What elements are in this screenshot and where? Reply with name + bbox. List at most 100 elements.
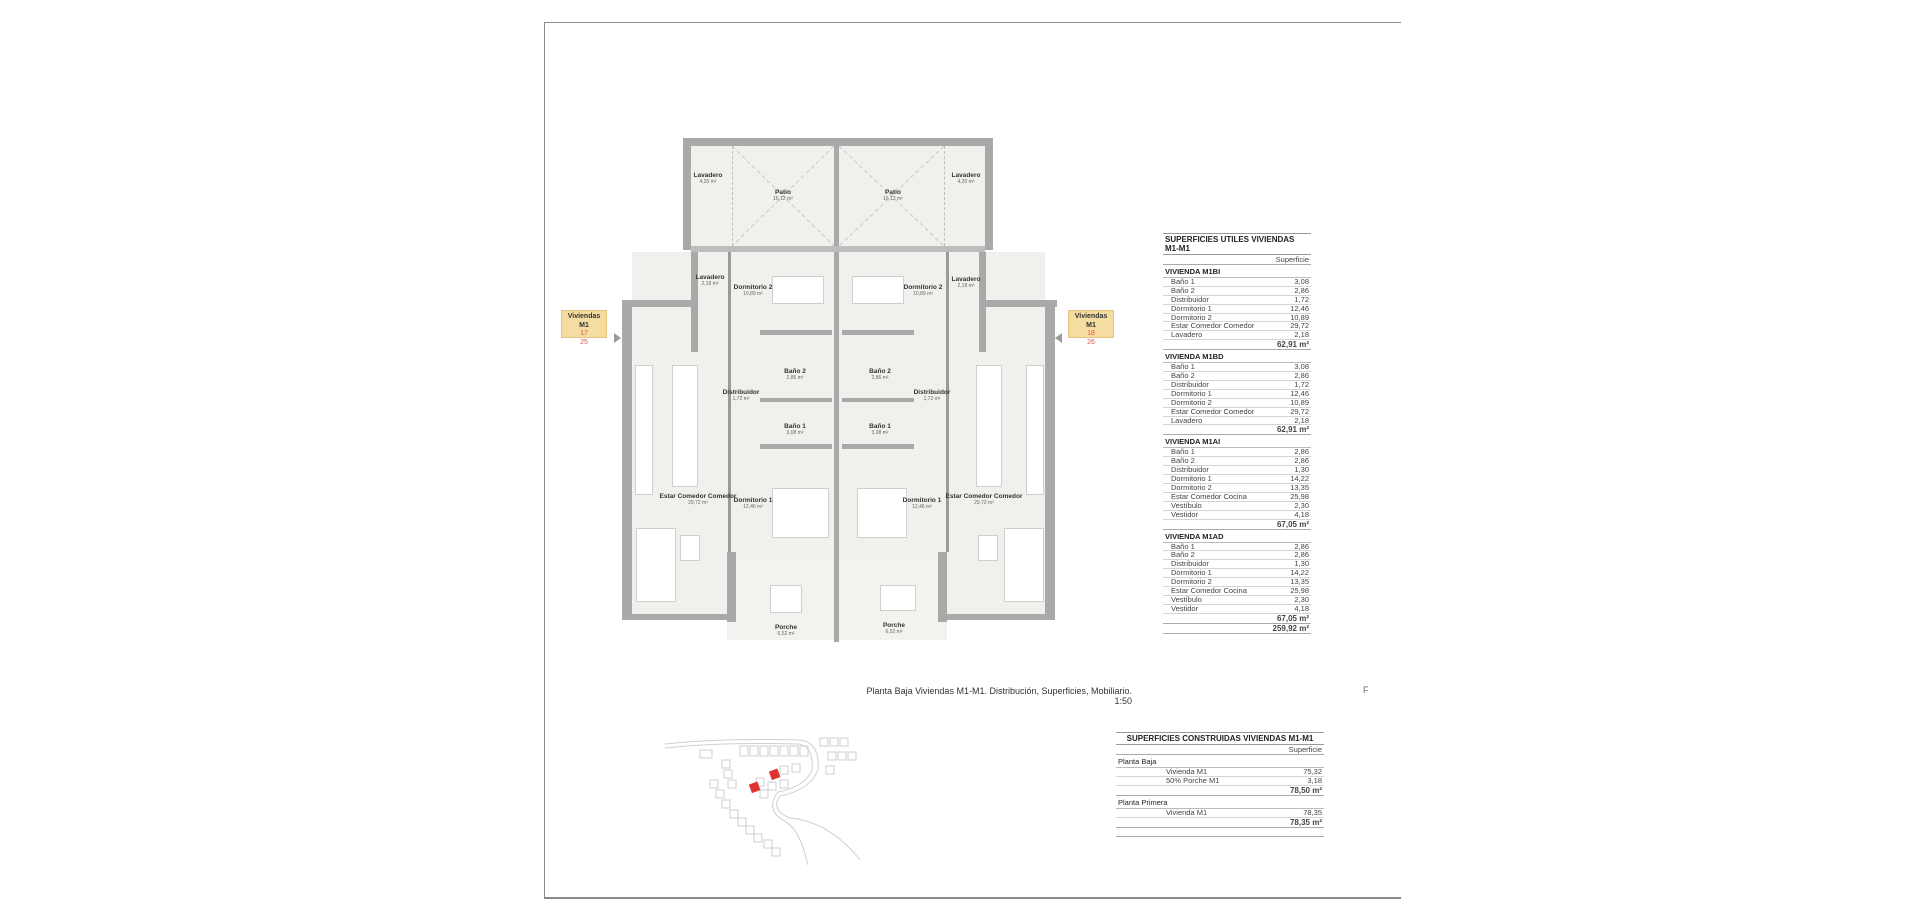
caption-scale: 1:50 bbox=[1114, 696, 1132, 706]
section-title: VIVIENDA M1BI bbox=[1163, 265, 1311, 278]
wall bbox=[985, 138, 993, 250]
wall bbox=[683, 138, 993, 146]
edge-mark: F bbox=[1363, 685, 1369, 695]
section-title: VIVIENDA M1BD bbox=[1163, 350, 1311, 364]
table-footer-line bbox=[1116, 828, 1324, 837]
kitchen-island bbox=[672, 365, 698, 487]
wall bbox=[842, 398, 914, 402]
kitchen-counter bbox=[1026, 365, 1044, 495]
coffee-table bbox=[680, 535, 700, 561]
wall bbox=[947, 614, 1045, 620]
kitchen-island bbox=[976, 365, 1002, 487]
wall bbox=[683, 138, 691, 250]
wall bbox=[834, 252, 839, 642]
table-title: SUPERFICIES UTILES VIVIENDAS M1-M1 bbox=[1163, 233, 1311, 255]
wall bbox=[760, 330, 832, 335]
caption-title: Planta Baja Viviendas M1-M1. Distribució… bbox=[866, 686, 1132, 696]
highlighted-plot bbox=[748, 768, 781, 794]
column-header: Superficie bbox=[1116, 745, 1324, 755]
bed bbox=[852, 276, 904, 304]
section-total: 78,35 m² bbox=[1116, 818, 1324, 828]
column-header: Superficie bbox=[1163, 255, 1311, 265]
superficies-utiles-table: SUPERFICIES UTILES VIVIENDAS M1-M1 Super… bbox=[1163, 233, 1311, 634]
coffee-table bbox=[978, 535, 998, 561]
wall bbox=[834, 146, 839, 250]
wall bbox=[728, 252, 731, 552]
wall bbox=[1045, 300, 1055, 620]
wall bbox=[760, 444, 832, 449]
wall bbox=[979, 300, 1057, 307]
wall bbox=[842, 330, 914, 335]
wall bbox=[622, 300, 632, 620]
superficies-construidas-table: SUPERFICIES CONSTRUIDAS VIVIENDAS M1-M1 … bbox=[1116, 732, 1324, 837]
sofa bbox=[1004, 528, 1044, 602]
wall bbox=[622, 300, 698, 307]
section-title: VIVIENDA M1AD bbox=[1163, 530, 1311, 543]
bed bbox=[772, 276, 824, 304]
wall bbox=[632, 614, 727, 620]
patio-divider bbox=[732, 146, 733, 246]
patio-open-cross bbox=[732, 146, 834, 246]
section-total: 62,91 m² bbox=[1163, 340, 1311, 351]
bed bbox=[857, 488, 907, 538]
porch-table bbox=[880, 585, 916, 611]
patio-left-floor bbox=[691, 146, 834, 246]
section-total: 67,05 m² bbox=[1163, 614, 1311, 624]
grand-total: 259,92 m² bbox=[1163, 624, 1311, 634]
wall bbox=[760, 398, 832, 402]
drawing-caption: Planta Baja Viviendas M1-M1. Distribució… bbox=[860, 686, 1132, 706]
bed bbox=[772, 488, 829, 538]
table-title: SUPERFICIES CONSTRUIDAS VIVIENDAS M1-M1 bbox=[1116, 732, 1324, 745]
wall bbox=[938, 552, 947, 622]
section-title: Planta Primera bbox=[1116, 796, 1324, 809]
entrance-arrow-icon bbox=[1055, 333, 1062, 343]
section-total: 67,05 m² bbox=[1163, 520, 1311, 530]
patio-divider bbox=[944, 146, 945, 246]
unit-tag-right: Viviendas M1 18 26 bbox=[1068, 310, 1114, 346]
patio-right-floor bbox=[839, 146, 985, 246]
patio-open-cross bbox=[839, 146, 944, 246]
wall bbox=[946, 252, 949, 552]
wall bbox=[842, 444, 914, 449]
